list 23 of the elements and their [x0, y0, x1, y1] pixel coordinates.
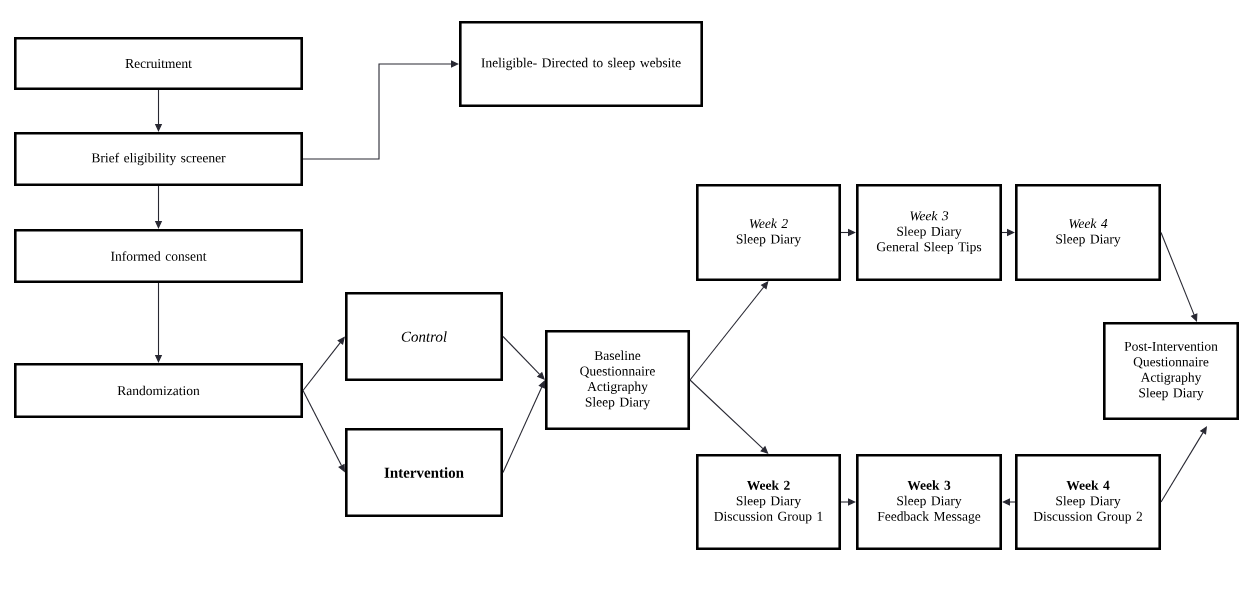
process-box: Week 3 Sleep Diary Feedback Message: [856, 454, 1002, 550]
arrow: [840, 498, 856, 506]
process-box: Post-Intervention Questionnaire Actigraphy Sleep Diary: [1103, 322, 1239, 420]
arrow: [689, 281, 769, 381]
arrow: [689, 379, 769, 454]
process-box: Week 3 Sleep Diary General Sleep Tips: [856, 184, 1002, 281]
process-box: Week 4 Sleep Diary Discussion Group 2: [1015, 454, 1161, 550]
process-box: Brief eligibility screener: [14, 132, 303, 186]
process-box: Week 2 Sleep Diary: [696, 184, 841, 281]
process-box: Week 4 Sleep Diary: [1015, 184, 1161, 281]
process-box: Ineligible- Directed to sleep website: [459, 21, 703, 107]
process-box: Baseline Questionnaire Actigraphy Sleep Diary: [545, 330, 690, 430]
process-box: Week 2 Sleep Diary Discussion Group 1: [696, 454, 841, 550]
arrow: [502, 335, 545, 380]
process-box: Randomization: [14, 363, 303, 418]
arrow: [1160, 426, 1207, 503]
arrow: [1002, 498, 1016, 506]
arrow: [1160, 231, 1198, 322]
process-box: Informed consent: [14, 229, 303, 283]
process-box: Intervention: [345, 428, 503, 517]
process-box: Recruitment: [14, 37, 303, 90]
process-box: Control: [345, 292, 503, 381]
arrow: [302, 60, 459, 160]
